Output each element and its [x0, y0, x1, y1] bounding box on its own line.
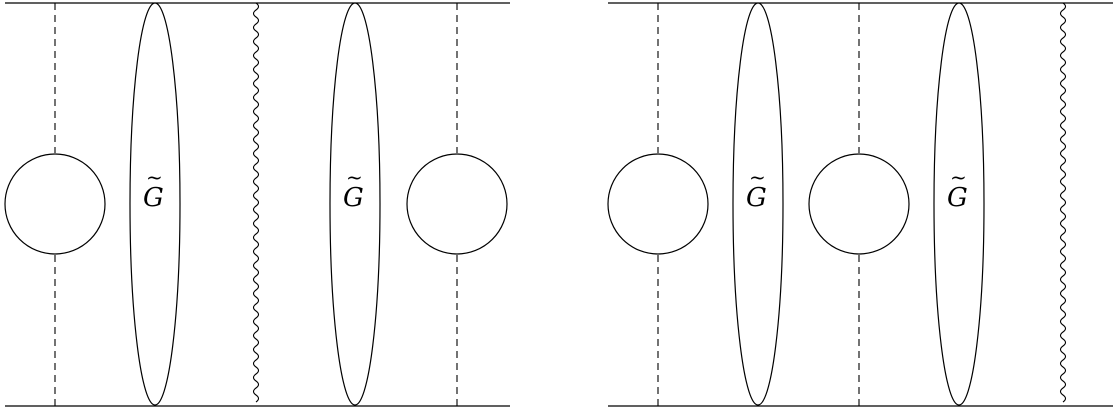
loop-bubble — [406, 153, 508, 255]
tilde-accent: ~ — [950, 165, 967, 189]
diagram-right: ~ G ~ G — [607, 2, 1113, 407]
loop-bubble — [4, 153, 106, 255]
ladder-ellipse — [732, 2, 784, 406]
tilde-accent: ~ — [749, 165, 766, 189]
ellipse-label: G — [343, 183, 364, 213]
loop-bubble — [808, 153, 910, 255]
ladder-ellipse — [129, 2, 181, 406]
wavy-photon-line — [252, 2, 260, 403]
loop-bubble — [607, 153, 709, 255]
diagram-left: ~ G ~ G — [4, 2, 510, 407]
tilde-accent: ~ — [346, 165, 363, 189]
tilde-accent: ~ — [146, 165, 163, 189]
wavy-photon-line — [1059, 2, 1067, 403]
ellipse-label: G — [947, 183, 968, 213]
ellipse-label: G — [143, 183, 164, 213]
ladder-ellipse — [933, 2, 985, 406]
ladder-ellipse — [329, 2, 381, 406]
ellipse-label: G — [746, 183, 767, 213]
